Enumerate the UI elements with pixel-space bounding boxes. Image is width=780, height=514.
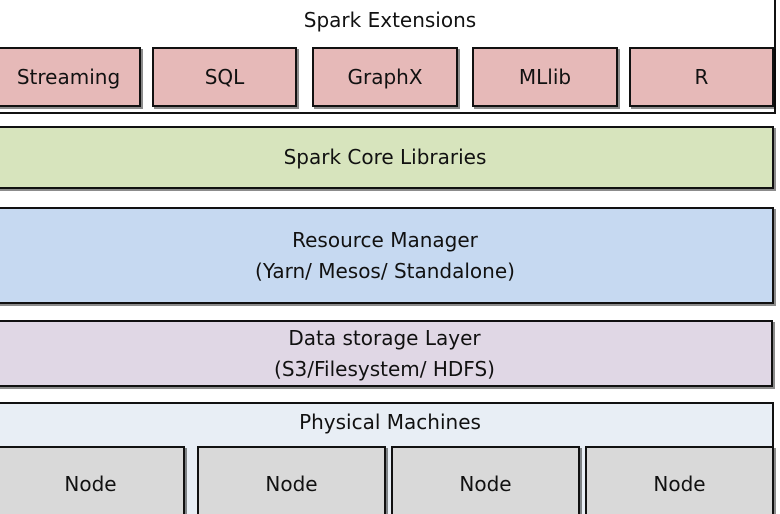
extension-label: MLlib bbox=[518, 64, 572, 89]
extension-streaming: Streaming bbox=[0, 47, 141, 107]
extension-r: R bbox=[629, 47, 774, 107]
physical-machines-title: Physical Machines bbox=[299, 410, 481, 434]
extension-sql: SQL bbox=[152, 47, 297, 107]
node-label: Node bbox=[459, 471, 512, 496]
extension-label: R bbox=[694, 64, 709, 89]
node-label: Node bbox=[653, 471, 706, 496]
resource-manager-options: (Yarn/ Mesos/ Standalone) bbox=[255, 258, 515, 283]
data-storage-layer: Data storage Layer (S3/Filesystem/ HDFS) bbox=[0, 320, 773, 387]
spark-core-libraries: Spark Core Libraries bbox=[0, 126, 774, 189]
extension-mllib: MLlib bbox=[472, 47, 618, 107]
node-label: Node bbox=[64, 471, 117, 496]
extension-graphx: GraphX bbox=[312, 47, 458, 107]
node-box: Node bbox=[197, 446, 386, 514]
node-box: Node bbox=[0, 446, 185, 514]
node-label: Node bbox=[265, 471, 318, 496]
extension-label: GraphX bbox=[347, 64, 423, 89]
node-box: Node bbox=[391, 446, 580, 514]
extension-label: SQL bbox=[204, 64, 245, 89]
node-box: Node bbox=[585, 446, 774, 514]
resource-manager: Resource Manager (Yarn/ Mesos/ Standalon… bbox=[0, 207, 774, 304]
data-storage-options: (S3/Filesystem/ HDFS) bbox=[274, 356, 495, 381]
data-storage-title: Data storage Layer bbox=[288, 325, 481, 350]
spark-extensions-title: Spark Extensions bbox=[303, 8, 477, 32]
resource-manager-title: Resource Manager bbox=[292, 227, 478, 252]
core-libraries-label: Spark Core Libraries bbox=[283, 145, 487, 169]
extension-label: Streaming bbox=[16, 64, 121, 89]
